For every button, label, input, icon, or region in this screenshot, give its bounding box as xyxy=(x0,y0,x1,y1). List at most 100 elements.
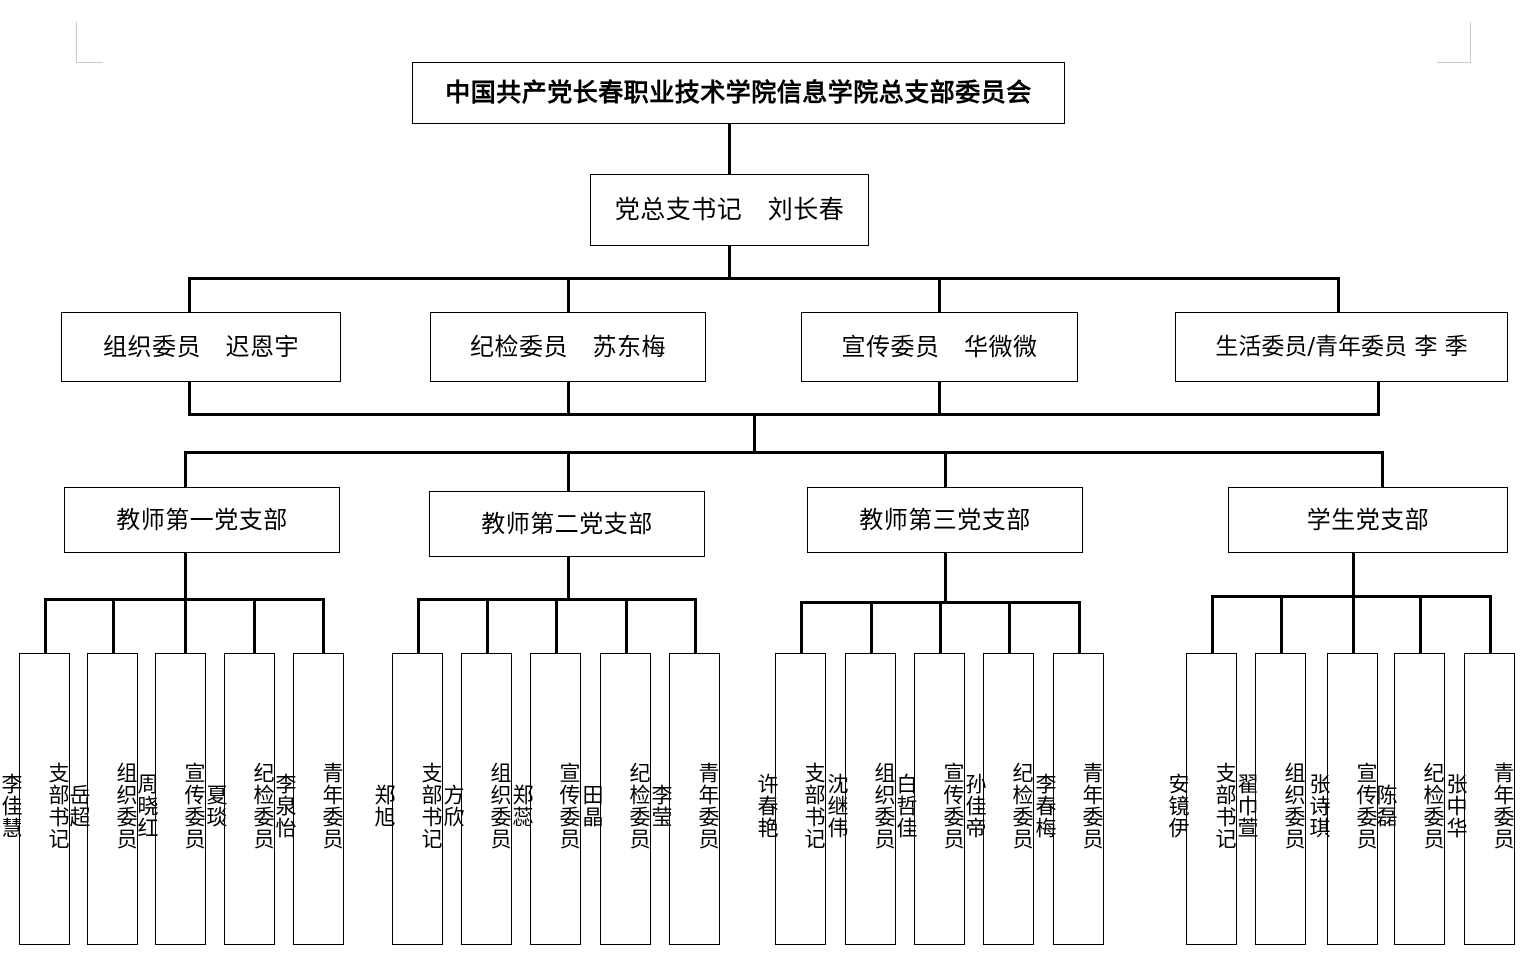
officer-label-welfare-youth: 生活委员/青年委员 李 季 xyxy=(1215,333,1468,360)
connector-b3-member-2 xyxy=(870,601,873,653)
member-text-b1-discipline: 纪检委员 夏琰 xyxy=(203,762,275,850)
member-box-b2-youth[interactable]: 青年委员 李莹 xyxy=(649,653,720,945)
member-box-b3-publicity[interactable]: 宣传委员 白哲佳 xyxy=(894,653,965,945)
member-text-b4-discipline: 纪检委员 陈磊 xyxy=(1373,762,1445,850)
connector-b2-member-2 xyxy=(486,598,489,653)
connector-officer-3-drop xyxy=(938,277,941,312)
secretary-box[interactable]: 党总支书记 刘长春 xyxy=(590,174,869,246)
connector-b3-member-3 xyxy=(939,601,942,653)
officer-box-publicity[interactable]: 宣传委员 华微微 xyxy=(801,312,1078,382)
connector-b3-member-4 xyxy=(1008,601,1011,653)
branch-box-teacher-1[interactable]: 教师第一党支部 xyxy=(64,487,340,553)
connector-b1-member-5 xyxy=(322,598,325,653)
connector-b3-member-1 xyxy=(800,601,803,653)
connector-officer-4-out xyxy=(1377,382,1380,415)
member-box-b4-secretary[interactable]: 支部书记 安镜伊 xyxy=(1166,653,1237,945)
officer-box-discipline[interactable]: 纪检委员 苏东梅 xyxy=(430,312,706,382)
member-box-b1-youth[interactable]: 青年委员 李泉怡 xyxy=(273,653,344,945)
connector-to-branch-bus xyxy=(753,413,756,453)
member-box-b1-discipline[interactable]: 纪检委员 夏琰 xyxy=(204,653,275,945)
connector-b1-member-1 xyxy=(44,598,47,653)
member-text-b1-organization: 组织委员 岳超 xyxy=(66,762,138,850)
member-box-b4-organization[interactable]: 组织委员 翟巾萱 xyxy=(1235,653,1306,945)
connector-b1-member-4 xyxy=(253,598,256,653)
connector-b2-member-4 xyxy=(625,598,628,653)
connector-b4-member-1 xyxy=(1211,595,1214,653)
member-box-b4-youth[interactable]: 青年委员 张中华 xyxy=(1444,653,1515,945)
connector-b2-member-1 xyxy=(417,598,420,653)
connector-branch-3-drop xyxy=(944,451,947,487)
connector-b1-member-3 xyxy=(184,598,187,653)
page-corner-mark-top-left xyxy=(76,22,103,63)
connector-b1-member-2 xyxy=(112,598,115,653)
connector-b2-member-5 xyxy=(694,598,697,653)
officer-box-welfare-youth[interactable]: 生活委员/青年委员 李 季 xyxy=(1175,312,1508,382)
page-corner-mark-top-right xyxy=(1437,22,1471,63)
member-text-b2-youth: 青年委员 李莹 xyxy=(648,762,720,850)
root-committee-box[interactable]: 中国共产党长春职业技术学院信息学院总支部委员会 xyxy=(412,62,1065,124)
member-box-b3-youth[interactable]: 青年委员 李春梅 xyxy=(1033,653,1104,945)
member-box-b3-secretary[interactable]: 支部书记 许春艳 xyxy=(755,653,826,945)
officer-label-publicity: 宣传委员 华微微 xyxy=(841,333,1038,361)
member-box-b1-organization[interactable]: 组织委员 岳超 xyxy=(67,653,138,945)
connector-root-to-secretary xyxy=(728,124,731,174)
connector-b4-member-3 xyxy=(1352,595,1355,653)
member-box-b2-organization[interactable]: 组织委员 方欣 xyxy=(441,653,512,945)
connector-branch-2-drop xyxy=(567,451,570,491)
member-box-b4-discipline[interactable]: 纪检委员 陈磊 xyxy=(1374,653,1445,945)
member-text-b2-discipline: 纪检委员 田晶 xyxy=(579,762,651,850)
connector-officer-4-drop xyxy=(1337,277,1340,312)
member-box-b2-discipline[interactable]: 纪检委员 田晶 xyxy=(580,653,651,945)
connector-officer-1-out xyxy=(188,382,191,415)
connector-branch-2-out xyxy=(567,557,570,601)
member-text-b3-youth: 青年委员 李春梅 xyxy=(1032,762,1104,850)
connector-officer-1-drop xyxy=(188,277,191,312)
member-box-b1-publicity[interactable]: 宣传委员 周晓红 xyxy=(135,653,206,945)
connector-secretary-drop xyxy=(728,246,731,279)
member-box-b3-discipline[interactable]: 纪检委员 孙佳帝 xyxy=(963,653,1034,945)
connector-branch-4-member-bus xyxy=(1211,595,1492,598)
member-text-b4-youth: 青年委员 张中华 xyxy=(1443,762,1515,850)
connector-b4-member-4 xyxy=(1419,595,1422,653)
branch-label-teacher-1: 教师第一党支部 xyxy=(116,506,288,534)
connector-branch-1-out xyxy=(184,553,187,600)
member-text-b2-organization: 组织委员 方欣 xyxy=(440,762,512,850)
member-box-b4-publicity[interactable]: 宣传委员 张诗琪 xyxy=(1307,653,1378,945)
secretary-label: 党总支书记 刘长春 xyxy=(614,195,845,225)
connector-officer-2-out xyxy=(567,382,570,415)
connector-officer-3-out xyxy=(938,382,941,415)
connector-b4-member-2 xyxy=(1280,595,1283,653)
connector-officers-merge-bus xyxy=(188,413,1380,416)
connector-branch-4-out xyxy=(1352,553,1355,595)
connector-officers-bus xyxy=(188,277,1340,280)
member-text-b1-secretary: 支部书记 李佳慧 xyxy=(0,762,70,850)
member-text-b3-discipline: 纪检委员 孙佳帝 xyxy=(962,762,1034,850)
officer-label-organization: 组织委员 迟恩宇 xyxy=(103,333,299,361)
connector-branches-bus xyxy=(184,451,1384,454)
connector-b4-member-5 xyxy=(1489,595,1492,653)
member-text-b3-publicity: 宣传委员 白哲佳 xyxy=(893,762,965,850)
officer-box-organization[interactable]: 组织委员 迟恩宇 xyxy=(61,312,341,382)
member-text-b2-secretary: 支部书记 郑旭 xyxy=(371,762,443,850)
root-committee-label: 中国共产党长春职业技术学院信息学院总支部委员会 xyxy=(445,78,1032,108)
branch-label-teacher-3: 教师第三党支部 xyxy=(859,506,1031,534)
connector-officer-2-drop xyxy=(567,277,570,312)
member-text-b4-publicity: 宣传委员 张诗琪 xyxy=(1306,762,1378,850)
connector-b2-member-3 xyxy=(555,598,558,653)
connector-b3-member-5 xyxy=(1078,601,1081,653)
connector-branch-1-drop xyxy=(184,451,187,487)
member-box-b2-publicity[interactable]: 宣传委员 郑蕊 xyxy=(510,653,581,945)
branch-box-teacher-2[interactable]: 教师第二党支部 xyxy=(429,491,705,557)
connector-branch-3-out xyxy=(944,553,947,603)
member-text-b3-secretary: 支部书记 许春艳 xyxy=(754,762,826,850)
branch-box-student[interactable]: 学生党支部 xyxy=(1228,487,1508,553)
member-box-b1-secretary[interactable]: 支部书记 李佳慧 xyxy=(0,653,70,945)
branch-label-student: 学生党支部 xyxy=(1306,506,1430,534)
member-text-b4-organization: 组织委员 翟巾萱 xyxy=(1234,762,1306,850)
branch-box-teacher-3[interactable]: 教师第三党支部 xyxy=(807,487,1083,553)
member-box-b2-secretary[interactable]: 支部书记 郑旭 xyxy=(372,653,443,945)
member-box-b3-organization[interactable]: 组织委员 沈继伟 xyxy=(825,653,896,945)
member-text-b1-youth: 青年委员 李泉怡 xyxy=(272,762,344,850)
member-text-b2-publicity: 宣传委员 郑蕊 xyxy=(509,762,581,850)
